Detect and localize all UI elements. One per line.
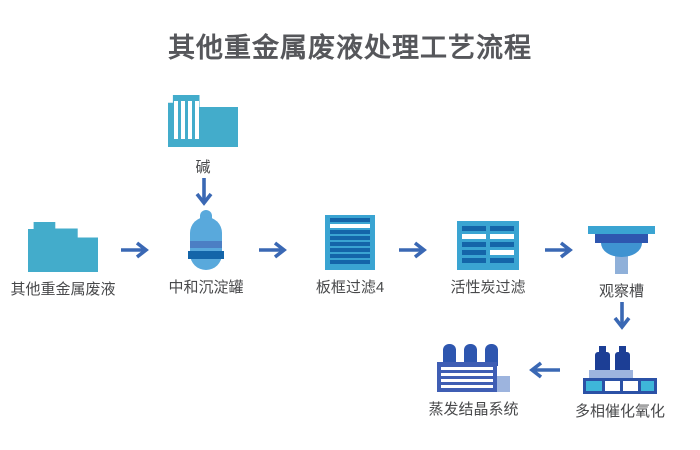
alkali-tank-icon [168,95,238,147]
flow-arrow-alkali-down [195,178,213,206]
node-label-alkali: 碱 [195,159,211,176]
evaporation-crystallization-icon [437,344,510,392]
node-plate-filter: 板框过滤4 [316,215,384,296]
node-observation-tank: 观察槽 [588,226,655,300]
node-label-waste: 其他重金属废液 [10,281,116,298]
node-label-plate-filter: 板框过滤4 [315,279,385,296]
chimney-icon [485,344,498,366]
bottle-icon [615,346,630,372]
flow-arrow-4 [545,241,573,259]
flow-arrow-1 [121,241,149,259]
flow-arrow-3 [399,241,427,259]
node-label-evaporation: 蒸发结晶系统 [428,401,519,418]
carbon-filter-icon [457,221,519,270]
node-carbon-filter: 活性炭过滤 [450,221,526,296]
flow-arrow-back [529,361,560,379]
node-waste-liquid: 其他重金属废液 [10,222,116,298]
page-title: 其他重金属废液处理工艺流程 [168,33,532,63]
node-label-observation: 观察槽 [598,283,645,300]
node-label-oxidation: 多相催化氧化 [574,403,666,420]
chimney-icon [443,344,456,366]
chimney-icon [464,344,477,366]
node-label-neutralization: 中和沉淀罐 [168,279,244,296]
waste-liquid-tank-icon [28,222,98,272]
node-catalytic-oxidation: 多相催化氧化 [575,344,665,420]
flow-arrow-observation-down [613,302,631,330]
flow-arrow-2 [259,241,287,259]
plate-filter-icon [325,215,375,270]
neutralization-tank-icon [188,210,224,270]
node-neutralization-tank: 中和沉淀罐 [168,210,244,296]
node-evaporation-system: 蒸发结晶系统 [428,344,519,418]
bottle-icon [595,346,610,372]
observation-tank-icon [588,226,655,274]
node-label-carbon-filter: 活性炭过滤 [450,279,526,296]
catalytic-oxidation-icon [583,344,657,394]
node-alkali: 碱 [168,95,238,176]
